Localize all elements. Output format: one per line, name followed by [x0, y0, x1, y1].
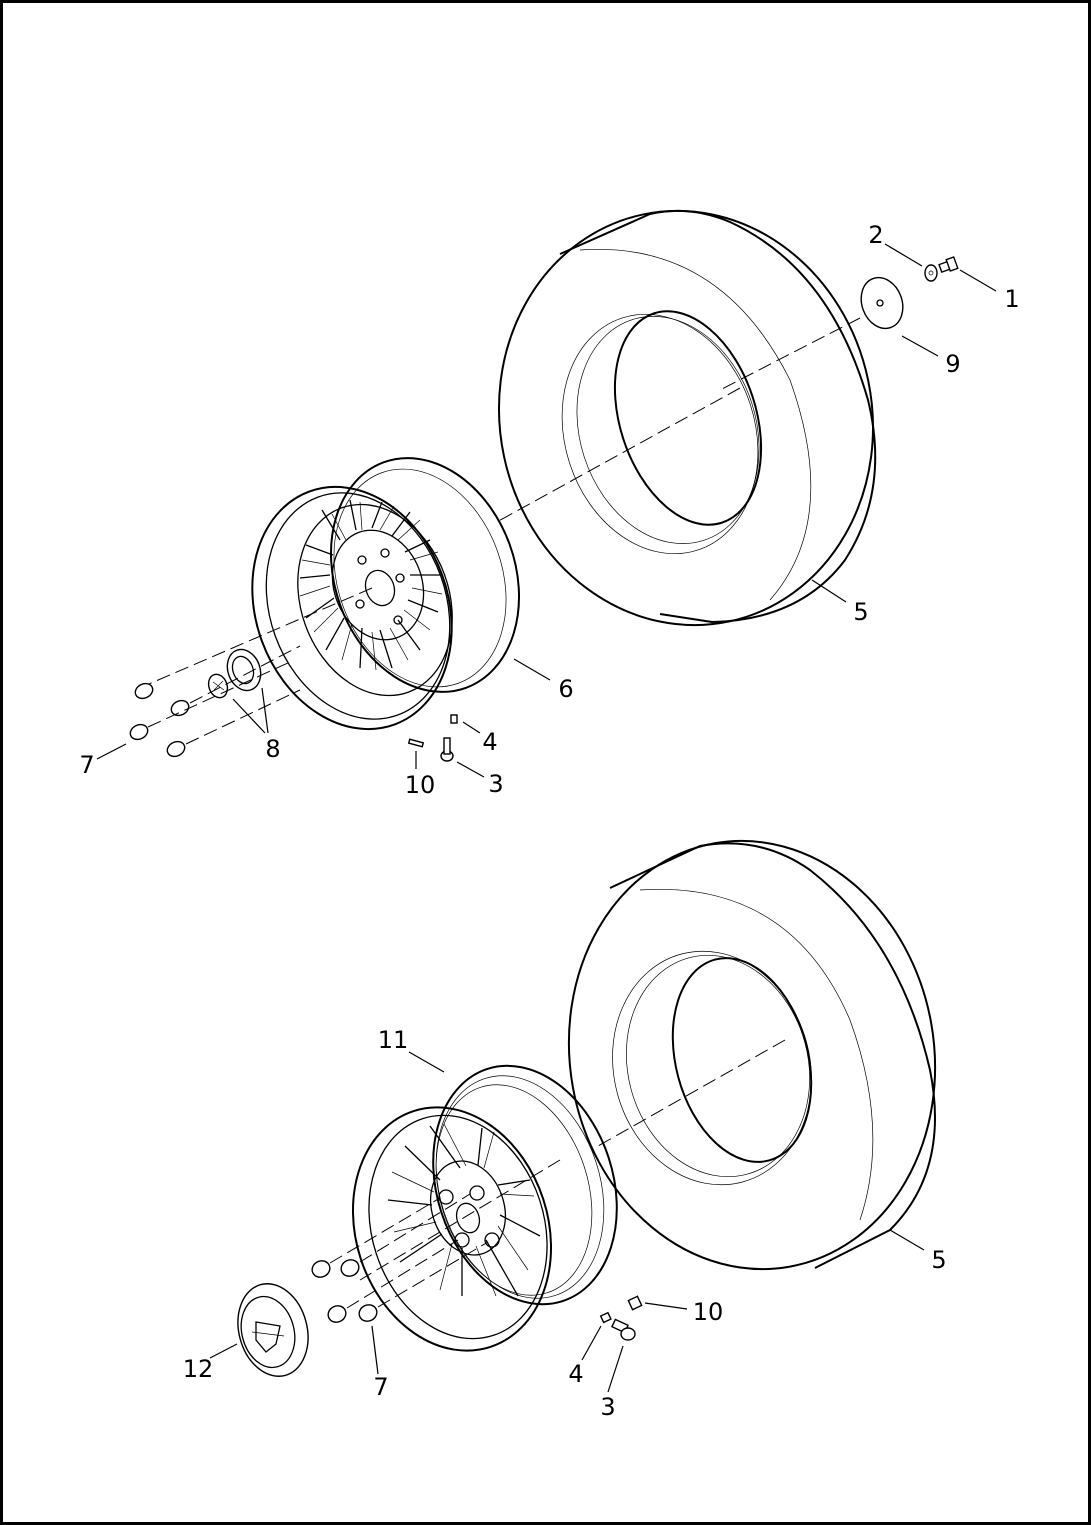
upper-tire	[497, 209, 877, 627]
callout-5-upper: 5	[853, 598, 868, 626]
callout-12: 12	[183, 1355, 214, 1383]
shield-logo-icon	[255, 1321, 281, 1353]
screw-1	[938, 256, 959, 274]
callout-7-upper: 7	[79, 751, 94, 779]
bearing-spacer-8	[207, 648, 262, 699]
lug-nuts-7	[129, 645, 301, 758]
callout-10-upper: 10	[405, 771, 436, 799]
callout-8: 8	[265, 735, 280, 763]
lower-axis-line	[359, 1039, 786, 1281]
callout-2: 2	[868, 221, 883, 249]
callout-7-lower: 7	[373, 1373, 388, 1401]
upper-wheel-6	[251, 457, 521, 731]
callout-3-upper: 3	[488, 770, 503, 798]
upper-assembly: 2 1 9 5 6 4 3 10 8 7	[79, 209, 1020, 799]
valve-clip-10	[407, 738, 425, 748]
callout-4-lower: 4	[568, 1360, 583, 1388]
valve-cap-4-lower	[599, 1311, 612, 1324]
callout-5-lower: 5	[931, 1246, 946, 1274]
callout-9: 9	[945, 350, 960, 378]
valve-parts-lower	[599, 1295, 643, 1341]
lower-wheel-11	[351, 1064, 618, 1352]
upper-leader-lines	[96, 243, 997, 778]
washer-2	[924, 264, 938, 282]
upper-axis-line	[134, 317, 861, 691]
callout-6: 6	[558, 675, 573, 703]
callout-4-upper: 4	[482, 728, 497, 756]
valve-cap-4	[450, 714, 458, 724]
valve-parts-upper	[407, 714, 458, 762]
lower-assembly: 11 5 10 4 3 7 12	[183, 839, 947, 1421]
callout-1: 1	[1004, 285, 1019, 313]
callout-11: 11	[378, 1026, 409, 1054]
center-cap-12	[237, 1283, 309, 1377]
callout-3-lower: 3	[600, 1393, 615, 1421]
lug-nuts-7-lower	[311, 1193, 489, 1323]
callout-10-lower: 10	[693, 1298, 724, 1326]
balance-cap-9	[860, 276, 904, 330]
valve-nut-10	[627, 1295, 643, 1311]
lower-tire	[567, 839, 937, 1271]
lower-leader-lines	[209, 1051, 925, 1393]
